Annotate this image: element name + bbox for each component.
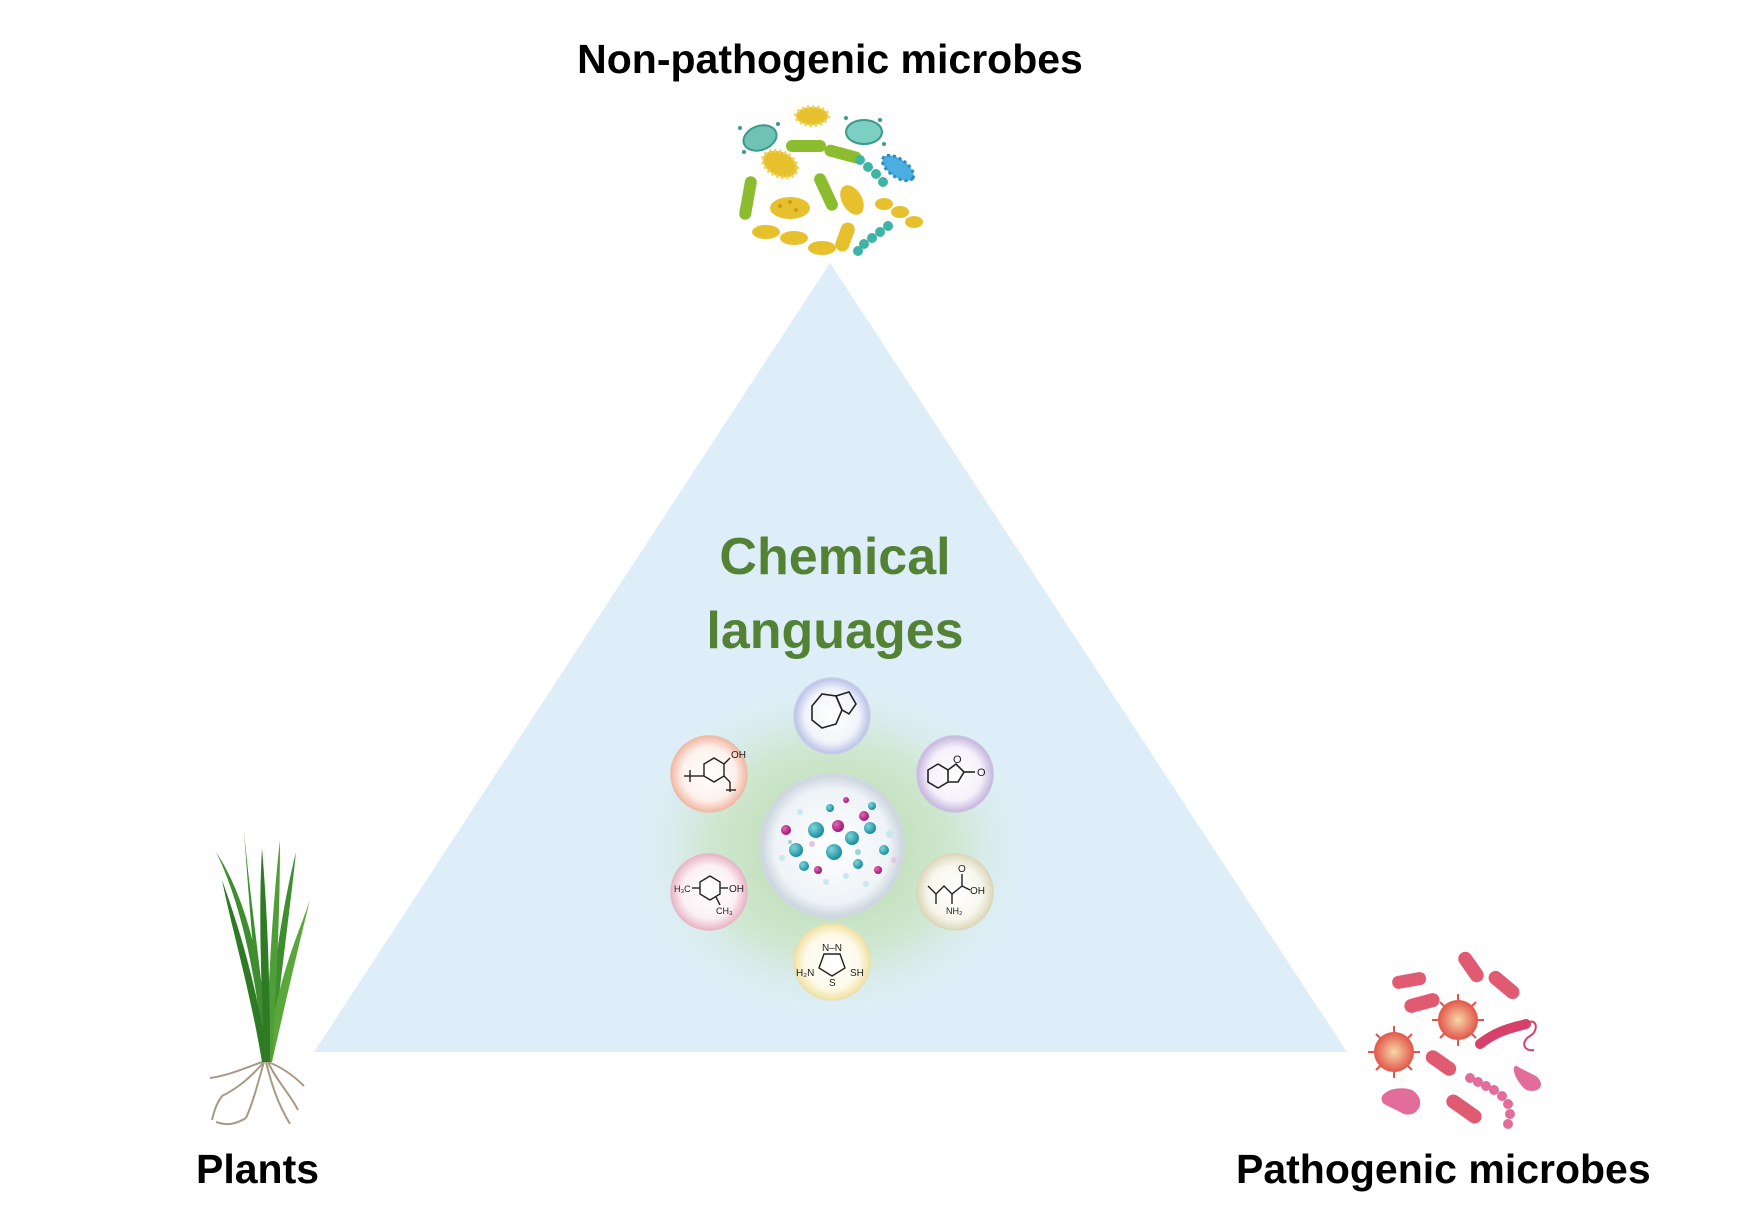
benzofuranone-label-1: O xyxy=(953,754,962,766)
plants-label: Plants xyxy=(196,1146,320,1192)
benzofuranone-molecule: O O xyxy=(916,735,994,813)
interaction-triangle xyxy=(314,263,1347,1052)
thiadiazole-label-4: SH xyxy=(850,968,864,979)
leucine-label-2: OH xyxy=(970,886,985,897)
plant-image xyxy=(209,830,310,1126)
pathogenic-microbes-label: Pathogenic microbes xyxy=(1236,1146,1651,1192)
benzofuranone-label-2: O xyxy=(977,767,986,779)
molecule-cloud xyxy=(759,773,905,919)
dimethylphenol-label-3: CH₃ xyxy=(716,906,733,916)
azulene-molecule xyxy=(793,677,871,755)
leucine-label-3: NH₂ xyxy=(946,906,963,916)
di-tert-butylphenol-label-1: OH xyxy=(731,750,746,761)
title-line-1: Chemical xyxy=(719,528,951,586)
leucine-label-1: O xyxy=(958,864,966,875)
dimethylphenol-label-1: H₃C xyxy=(674,884,691,894)
non-pathogenic-microbes-image xyxy=(738,105,923,256)
leucine-molecule: O OH NH₂ xyxy=(916,853,994,931)
chemical-languages-title: Chemical languages xyxy=(600,520,1070,668)
thiadiazole-label-1: N–N xyxy=(822,943,842,954)
dimethylphenol-label-2: OH xyxy=(729,884,744,895)
di-tert-butylphenol-molecule: OH xyxy=(670,735,748,813)
thiadiazole-molecule: N–N H₂N S SH xyxy=(793,923,871,1001)
pathogenic-microbes-image xyxy=(1368,951,1541,1129)
thiadiazole-label-3: S xyxy=(829,978,836,989)
non-pathogenic-microbes-label: Non-pathogenic microbes xyxy=(577,36,1083,82)
dimethylphenol-molecule: H₃C OH CH₃ xyxy=(670,853,748,931)
thiadiazole-label-2: H₂N xyxy=(796,968,814,979)
title-line-2: languages xyxy=(706,602,964,660)
